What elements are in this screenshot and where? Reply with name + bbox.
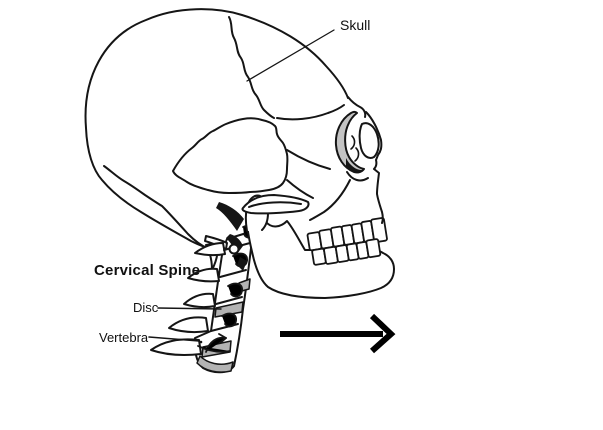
spinous-process — [183, 292, 216, 309]
cheekbone-line — [346, 171, 369, 182]
teeth-group — [306, 217, 388, 266]
facet-curl — [227, 282, 243, 298]
vertebra-leader-line — [148, 336, 200, 342]
spinous-process — [187, 267, 220, 283]
temporal-dark-wedge — [216, 202, 244, 231]
nose-profile — [365, 111, 384, 224]
vertebra-body-curve — [218, 333, 227, 344]
vertebra-division — [215, 296, 243, 305]
facet-curl — [221, 312, 237, 328]
disc-shape — [196, 355, 234, 373]
vertebra-body-curve — [197, 345, 231, 353]
arrow-head — [369, 313, 396, 354]
orbit-detail — [354, 147, 360, 162]
spinous-process — [194, 242, 226, 257]
styloid-dark-shape — [237, 257, 247, 271]
zygomatic-root-line — [286, 179, 314, 199]
tooth — [370, 217, 388, 244]
coronal-suture — [228, 16, 275, 119]
eye-socket — [334, 110, 365, 174]
eye-socket-shadow — [346, 158, 364, 174]
tooth — [365, 238, 382, 259]
cervical-spine-label: Cervical Spine — [94, 262, 201, 279]
orbit-detail — [350, 135, 356, 150]
skull-leader-line — [246, 29, 335, 82]
skull-label: Skull — [340, 17, 371, 33]
spinous-process — [150, 338, 202, 356]
disc-leader-line — [157, 307, 222, 310]
lambdoid-suture — [103, 165, 208, 249]
vertebra-label: Vertebra — [99, 330, 149, 345]
squamosal-suture — [172, 117, 289, 194]
vertebra-leader-dot — [199, 340, 203, 344]
motion-arrow — [280, 313, 396, 354]
cranium-outline — [84, 8, 349, 250]
vertebra-division — [219, 269, 247, 278]
disc-shape — [214, 301, 244, 318]
brow-ridge — [347, 96, 367, 118]
lower-teeth — [311, 238, 382, 266]
nasal-bone — [358, 122, 380, 159]
maxilla-line — [309, 179, 351, 221]
spinous-process — [168, 316, 209, 333]
zygomatic-arch-inner-line — [248, 201, 302, 208]
ear-canal — [228, 243, 240, 255]
cervical-spine-group — [150, 224, 263, 374]
temple-suture-line — [276, 104, 345, 121]
disc-label: Disc — [133, 300, 159, 315]
sphenoid-line — [286, 149, 331, 170]
zygomatic-arch — [241, 194, 310, 215]
